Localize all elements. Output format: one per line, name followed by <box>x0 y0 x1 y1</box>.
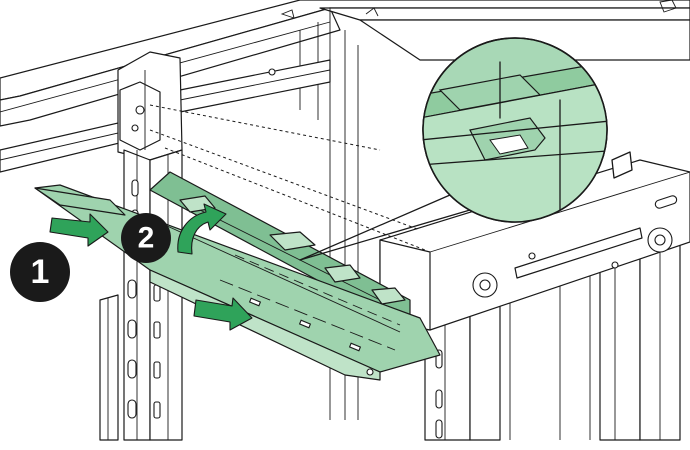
zoom-detail-view <box>423 59 607 222</box>
step-2-number: 2 <box>138 222 155 255</box>
step-1-badge: 1 <box>10 242 70 302</box>
detail-callout <box>299 37 608 261</box>
insert-arrow-lower <box>193 297 253 331</box>
frame-mark-left <box>280 9 295 19</box>
frame-mark-corner <box>659 0 677 13</box>
alignment-guides <box>149 104 426 251</box>
step-2-badge: 2 <box>121 213 171 263</box>
frame-mark-right <box>365 7 379 17</box>
step-1-number: 1 <box>31 253 50 291</box>
left-post-slots <box>127 179 161 419</box>
rotate-arrow <box>177 203 227 255</box>
frame-hole <box>268 68 276 76</box>
green-cable-tray <box>34 171 441 381</box>
insert-arrow-upper <box>49 213 109 247</box>
